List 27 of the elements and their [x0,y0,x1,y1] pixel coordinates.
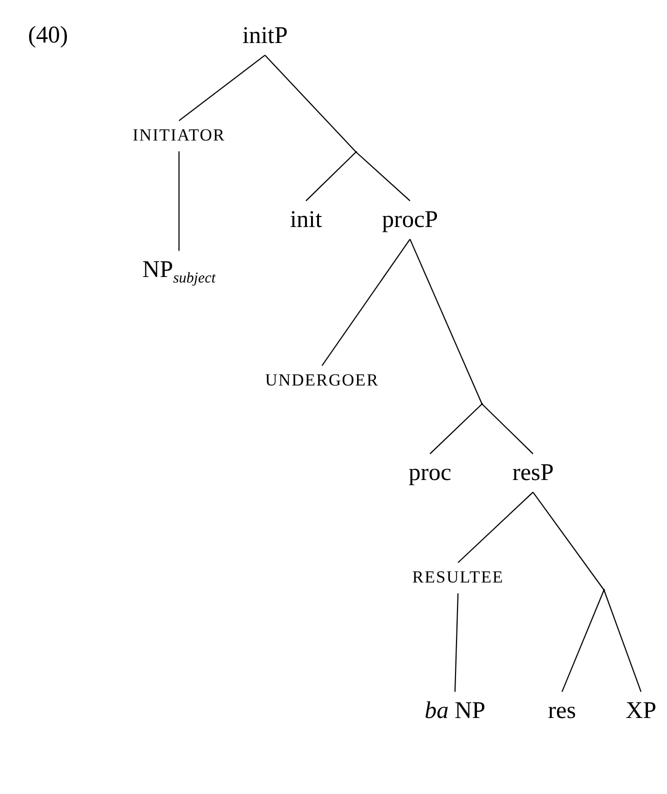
tree-branch [482,404,534,454]
tree-branch [356,152,410,202]
tree-branch [264,54,356,152]
category-label: NP$_{subject}$ [142,256,216,288]
category-label: initP [242,22,288,50]
category-label: procP [382,206,438,234]
category-label: res [548,698,576,724]
tree-branch [322,238,410,366]
tree-branch [410,238,482,404]
tree-branch [178,151,180,251]
tree-branch [430,404,482,454]
tree-branch [603,590,642,692]
tree-branch [532,492,604,590]
feature-label: UNDERGOER [265,372,379,390]
tree-branch [562,590,604,692]
feature-label: RESULTEE [412,568,504,588]
feature-label: INITIATOR [132,126,226,146]
category-label: proc [408,460,452,486]
category-label: resP [512,460,554,486]
tree-branch [178,54,266,122]
category-label: ba NP [424,698,486,724]
tree-branch [454,593,459,692]
tree-branch [306,152,356,202]
category-label: init [290,206,322,234]
category-label: XP [626,698,656,724]
tree-branch [458,492,534,564]
example-number: (40) [28,22,68,50]
